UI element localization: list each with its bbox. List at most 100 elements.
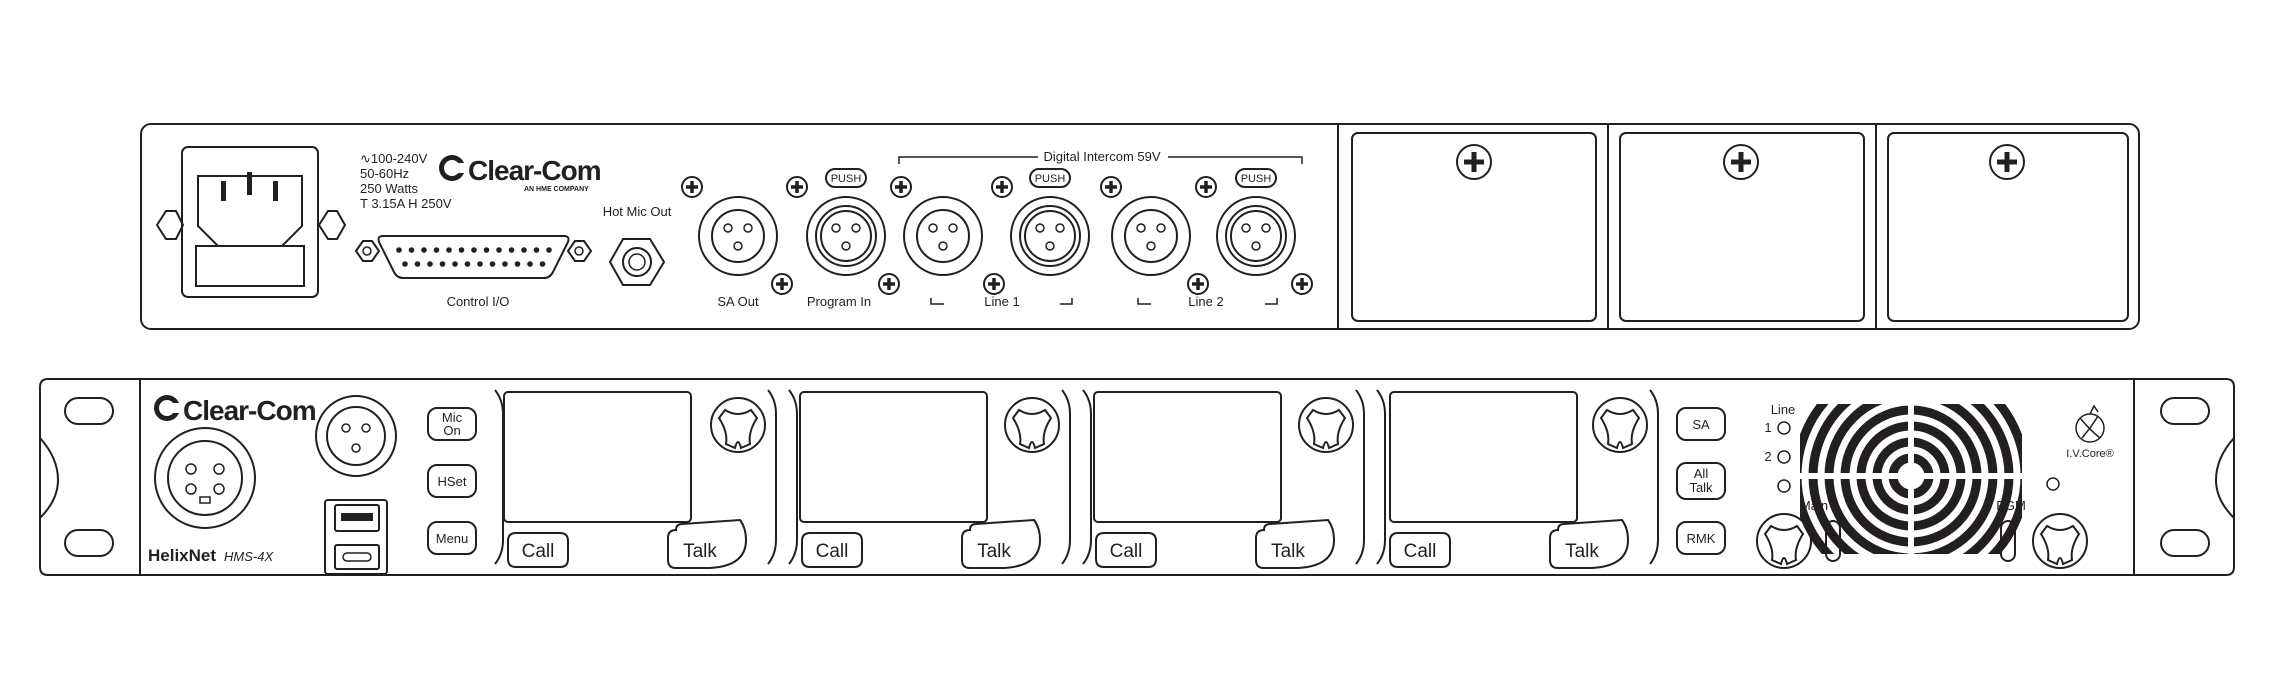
usb-ports[interactable]: [324, 499, 388, 575]
rear-brand-logo: Clear-Com AN HME COMPANY: [439, 155, 602, 193]
model-number: HMS-4X: [224, 549, 274, 564]
svg-text:All: All: [1694, 466, 1709, 481]
screw-icon: [878, 273, 900, 295]
line-label: Line: [1771, 402, 1796, 417]
pgm-volume-knob[interactable]: PGM: [1996, 477, 2088, 569]
control-io-pins: [396, 247, 552, 267]
channel-3-call-button[interactable]: Call: [1095, 532, 1157, 568]
pgm-label: PGM: [1996, 498, 2026, 513]
power-watts: 250 Watts: [360, 181, 419, 196]
channel-2-talk-button[interactable]: Talk: [961, 518, 1042, 569]
svg-text:Call: Call: [816, 541, 849, 562]
svg-text:RMK: RMK: [1687, 531, 1716, 546]
front-brand-logo: Clear-Com: [154, 395, 317, 426]
sa-button[interactable]: SA: [1676, 407, 1726, 441]
screw-icon: [983, 273, 1005, 295]
svg-text:Talk: Talk: [1565, 541, 1599, 562]
screw-icon: [771, 273, 793, 295]
main-volume-knob[interactable]: Main: [1756, 498, 1841, 569]
ivcore-label: I.V.Core®: [2066, 448, 2113, 460]
usb-c-port[interactable]: [334, 544, 380, 570]
svg-text:Talk: Talk: [977, 541, 1011, 562]
model-name: HelixNet: [148, 546, 216, 565]
screw-icon: [1456, 144, 1492, 180]
channel-1-call-button[interactable]: Call: [507, 532, 569, 568]
expansion-slot-1: [1351, 132, 1597, 322]
screw-icon: [681, 176, 703, 198]
front-panel: Clear-Com HelixNet HMS-4X: [39, 378, 2235, 576]
channel-1-display: [503, 391, 692, 523]
channel-3-talk-button[interactable]: Talk: [1255, 518, 1336, 569]
channel-4-call-button[interactable]: Call: [1389, 532, 1451, 568]
main-label: Main: [1800, 498, 1828, 513]
screw-icon: [890, 176, 912, 198]
line2-label: Line 2: [1188, 294, 1223, 309]
screw-icon: [1100, 176, 1122, 198]
channel-2-volume-knob[interactable]: [1004, 397, 1060, 453]
rear-panel: ∿100-240V 50-60Hz 250 Watts T 3.15A H 25…: [140, 123, 2140, 330]
control-io-label: Control I/O: [447, 294, 510, 309]
expansion-slot-2: [1619, 132, 1865, 322]
svg-text:Call: Call: [1110, 541, 1143, 562]
rack-slot-top-right: [2160, 397, 2210, 425]
digital-intercom-group: Digital Intercom 59V: [898, 148, 1303, 164]
hot-mic-out-label: Hot Mic Out: [603, 204, 672, 219]
usb-a-port[interactable]: [334, 504, 380, 532]
power-frequency: 50-60Hz: [360, 166, 409, 181]
line-1-label: 1: [1764, 420, 1771, 435]
channel-2-call-button[interactable]: Call: [801, 532, 863, 568]
channel-3: Call Talk: [1082, 389, 1365, 569]
program-in-connector: PUSH Program In: [806, 168, 886, 309]
svg-text:SA: SA: [1692, 417, 1710, 432]
channel-3-volume-knob[interactable]: [1298, 397, 1354, 453]
channel-1-talk-button[interactable]: Talk: [667, 518, 748, 569]
channel-4: Call Talk: [1376, 389, 1659, 569]
all-talk-button[interactable]: All Talk: [1676, 462, 1726, 500]
program-in-label: Program In: [807, 294, 871, 309]
mic-on-button[interactable]: Mic On: [427, 407, 477, 441]
channel-1-volume-knob[interactable]: [710, 397, 766, 453]
channel-4-talk-button[interactable]: Talk: [1549, 518, 1630, 569]
line1-connectors: PUSH Line 1: [903, 168, 1090, 309]
ivcore-logo: I.V.Core®: [2066, 404, 2114, 460]
hset-button[interactable]: HSet: [427, 464, 477, 498]
front-panel-outline: [39, 378, 2235, 576]
rack-slot-bottom-right: [2160, 529, 2210, 557]
rear-screws: [681, 144, 2025, 295]
pgm-led: [2000, 520, 2016, 562]
svg-text:Talk: Talk: [683, 541, 717, 562]
screw-icon: [1187, 273, 1209, 295]
svg-text:Talk: Talk: [1271, 541, 1305, 562]
line2-connectors: PUSH Line 2: [1111, 168, 1296, 309]
screw-icon: [786, 176, 808, 198]
svg-text:PUSH: PUSH: [1035, 173, 1066, 185]
power-specs: ∿100-240V 50-60Hz 250 Watts T 3.15A H 25…: [360, 151, 452, 211]
svg-text:Mic: Mic: [442, 410, 463, 425]
svg-text:Clear-Com: Clear-Com: [468, 155, 601, 186]
channel-2: Call Talk: [788, 389, 1071, 569]
rear-panel-outline: [140, 123, 2140, 330]
svg-text:Call: Call: [1404, 541, 1437, 562]
rack-slot-top-left: [64, 397, 114, 425]
screw-icon: [1723, 144, 1759, 180]
line-2-label: 2: [1764, 449, 1771, 464]
expansion-slot-3: [1887, 132, 2129, 322]
headset-connector[interactable]: [154, 427, 256, 529]
rmk-button[interactable]: RMK: [1676, 521, 1726, 555]
speaker-grille: [1800, 404, 2022, 554]
channel-1: Call Talk: [494, 389, 777, 569]
mic-connector[interactable]: [315, 395, 397, 477]
sa-out-label: SA Out: [717, 294, 759, 309]
channel-4-volume-knob[interactable]: [1592, 397, 1648, 453]
main-led: [1825, 520, 1841, 562]
channel-2-display: [799, 391, 988, 523]
power-inlet: [155, 146, 347, 298]
svg-text:Menu: Menu: [436, 531, 469, 546]
svg-text:Talk: Talk: [1689, 480, 1713, 495]
line-3-led: [1777, 479, 1791, 493]
power-fuse: T 3.15A H 250V: [360, 196, 452, 211]
screw-icon: [1989, 144, 2025, 180]
digital-intercom-label: Digital Intercom 59V: [1043, 149, 1160, 164]
menu-button[interactable]: Menu: [427, 521, 477, 555]
